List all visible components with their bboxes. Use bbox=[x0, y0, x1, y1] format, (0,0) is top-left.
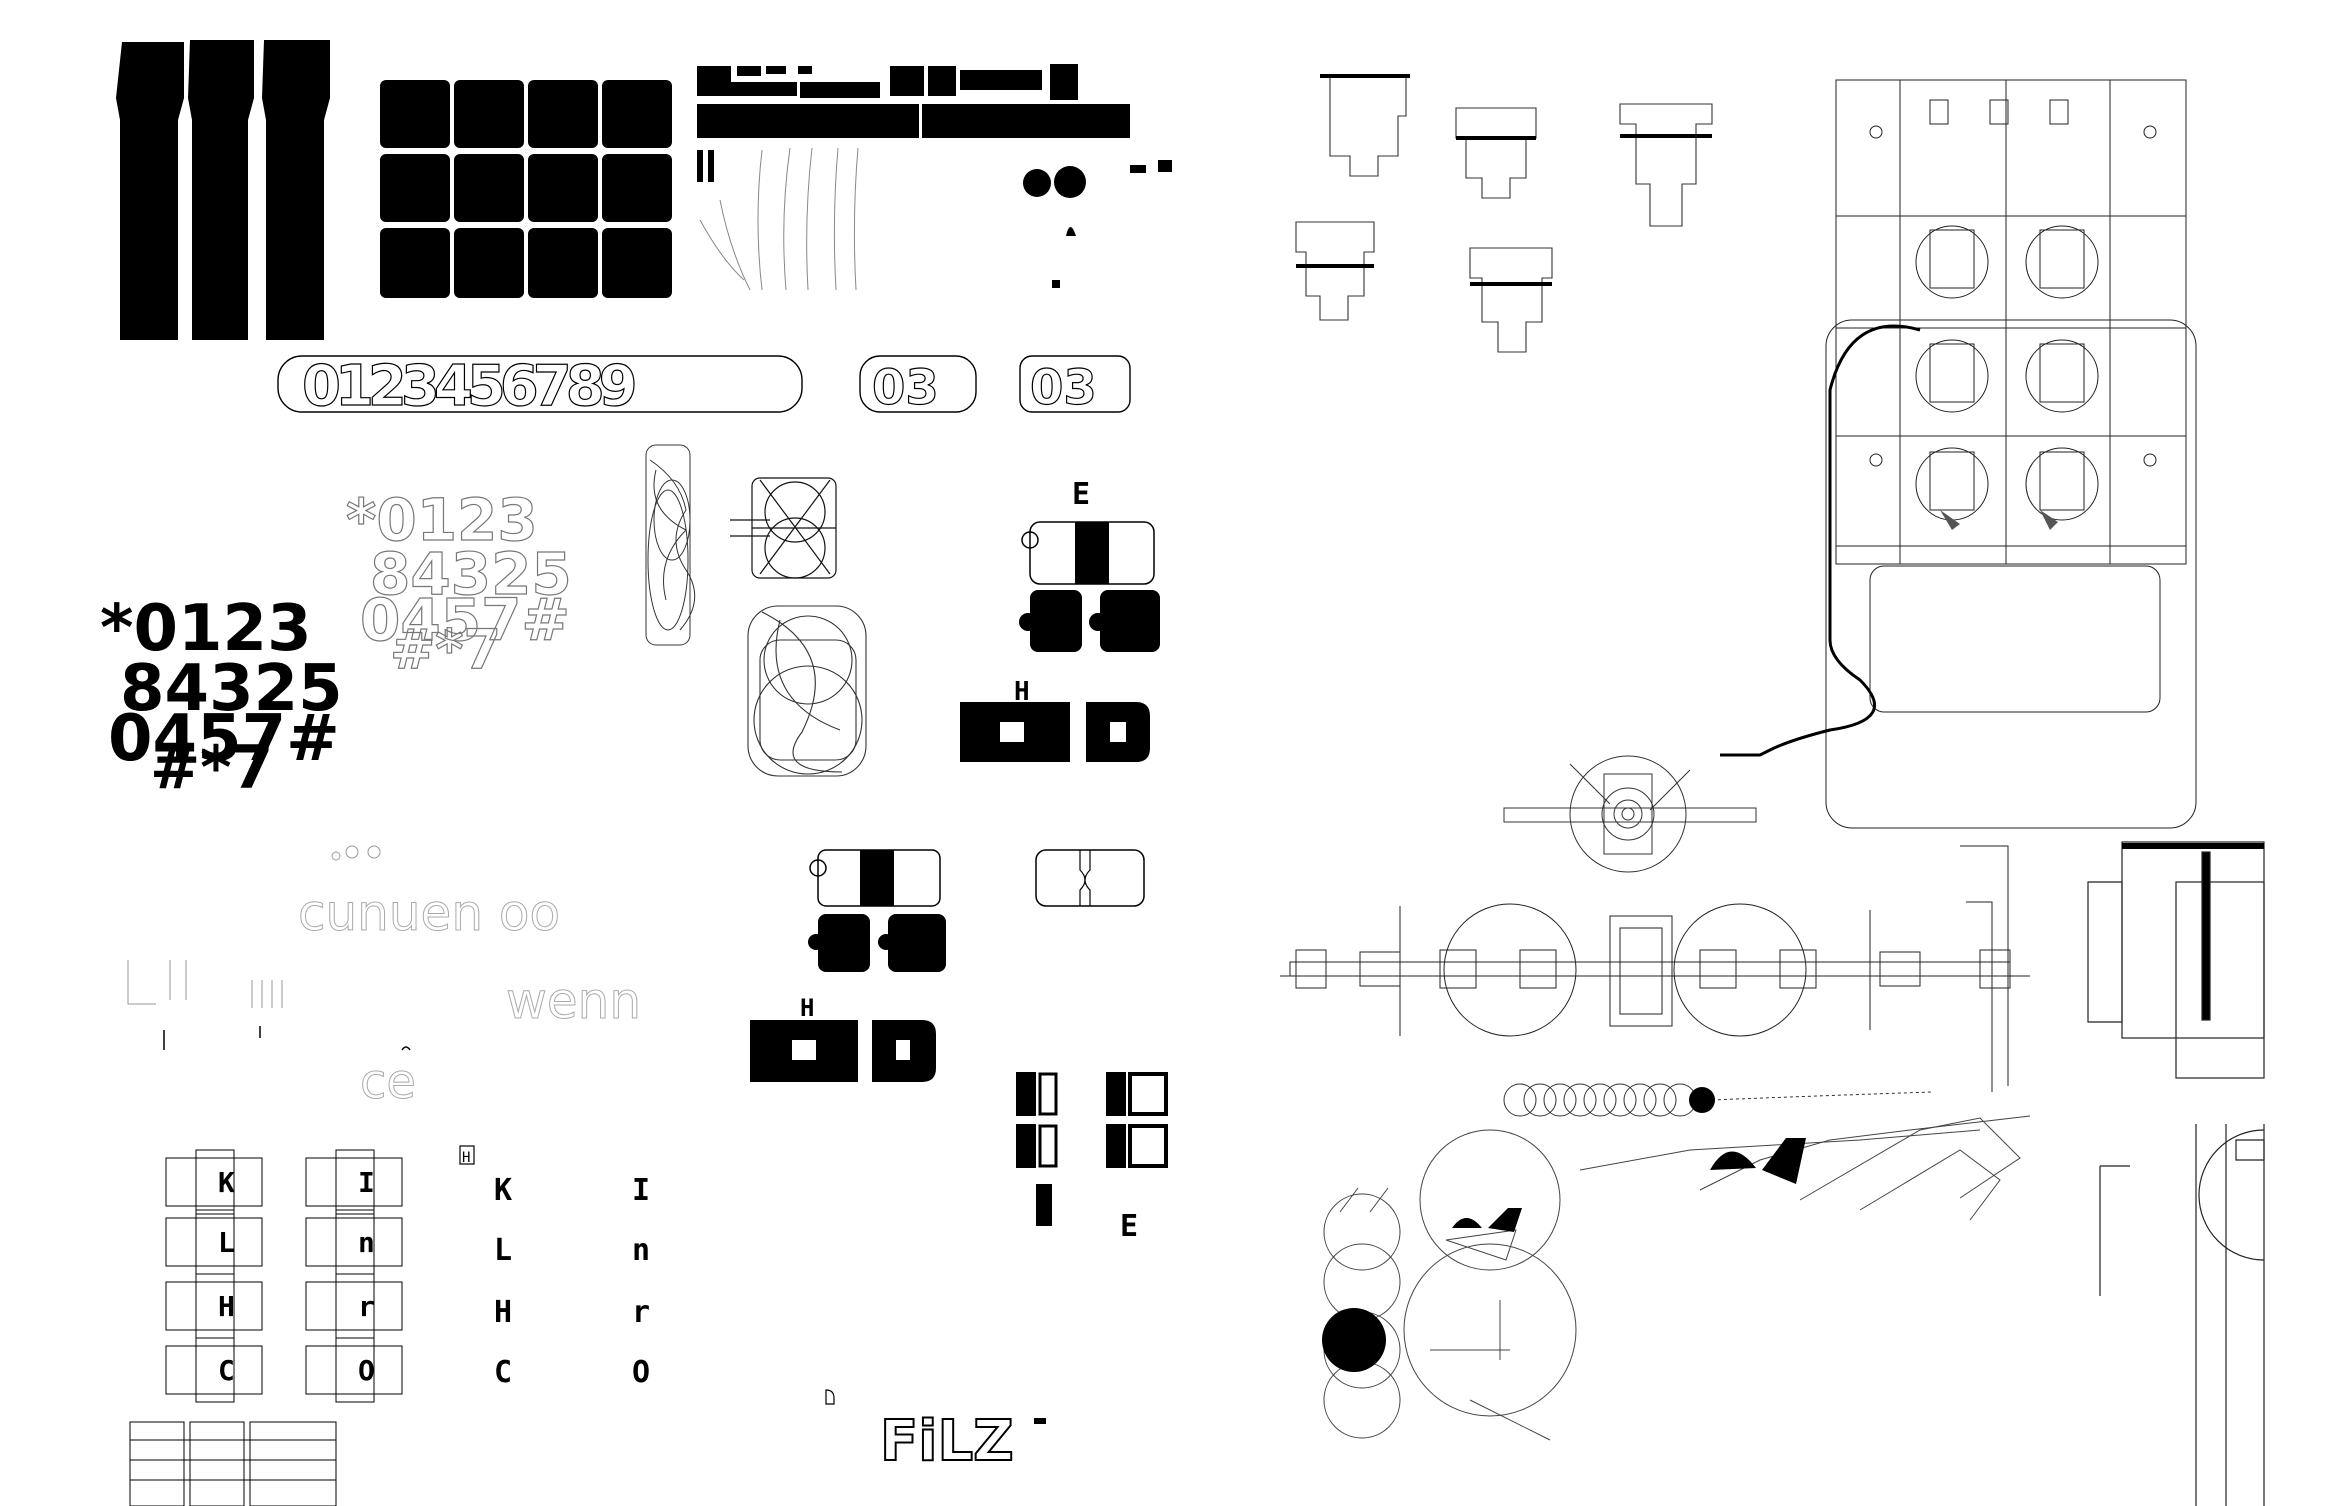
cluster-line-4: #*7 bbox=[150, 733, 273, 803]
specimen-right-3: r bbox=[358, 1290, 375, 1323]
black-block-strip bbox=[697, 64, 1130, 182]
cluster-line-1: *0123 bbox=[100, 592, 312, 666]
black-bars-group bbox=[116, 40, 330, 340]
rotation-solids bbox=[1452, 1208, 1522, 1232]
puzzle-glyph-h-mid bbox=[750, 1020, 936, 1082]
logo-dash bbox=[1034, 1418, 1046, 1424]
small-box-label: H bbox=[462, 1150, 470, 1166]
puzzle-glyph-h bbox=[960, 702, 1150, 762]
specimen-right-1: I bbox=[358, 1166, 375, 1199]
specimen-right-4: O bbox=[358, 1354, 375, 1387]
black-bar-1 bbox=[116, 42, 184, 340]
logo-mark bbox=[825, 1389, 835, 1405]
shaft-assembly bbox=[1280, 845, 2030, 1092]
outlined-digit-band: 0123456789 03 03 bbox=[277, 353, 1131, 420]
outlined-digits: 0123456789 bbox=[302, 354, 635, 419]
digit-pair-a: 03 bbox=[872, 360, 939, 416]
logo-filz: FiLZ bbox=[880, 1409, 1014, 1474]
solid-disc bbox=[1322, 1308, 1386, 1372]
tangle-column bbox=[645, 444, 696, 646]
black-tile-grid bbox=[380, 80, 672, 298]
cross-parts bbox=[1295, 74, 1713, 353]
outline-digit-cluster: *0123 84325 0457# #*7 bbox=[345, 485, 572, 681]
specimen-left-2: L bbox=[218, 1226, 235, 1259]
fan-solids bbox=[1710, 1138, 1806, 1184]
glyph-col-right-4: O bbox=[632, 1355, 650, 1390]
puzzle-glyph-o-mid bbox=[1035, 849, 1145, 907]
outline-line-4: #*7 bbox=[390, 618, 501, 681]
machine-assembly bbox=[1825, 79, 2197, 829]
glyph-col-right-3: r bbox=[632, 1295, 650, 1330]
fan-sweep bbox=[1579, 1115, 2031, 1221]
outline-line-1: *0123 bbox=[346, 486, 538, 554]
digit-pair-b: 03 bbox=[1030, 360, 1097, 416]
outline-line-3: 0457# bbox=[360, 586, 570, 654]
black-bar-3 bbox=[262, 40, 330, 340]
glyph-col-left-2: L bbox=[494, 1233, 512, 1268]
ghost-marks bbox=[127, 845, 381, 1008]
hub-assembly bbox=[1503, 755, 1757, 873]
ghost-word-3: ce bbox=[360, 1054, 416, 1110]
letter-e-bottom: E bbox=[1120, 1209, 1138, 1244]
outline-line-2: 84325 bbox=[370, 540, 572, 608]
letter-e-top: E bbox=[1072, 477, 1090, 512]
tangle-box-b bbox=[747, 605, 867, 777]
cluster-line-2: 84325 bbox=[120, 652, 343, 726]
faint-arcs bbox=[699, 147, 859, 291]
glyph-col-left-3: H bbox=[494, 1295, 512, 1330]
specimen-right-2: n bbox=[358, 1226, 375, 1259]
specimen-glyphs: K L H C I n r O K L H C I n r O bbox=[218, 1166, 650, 1390]
glyph-col-right-2: n bbox=[632, 1233, 650, 1268]
stencil-glyph-pairs bbox=[1016, 1072, 1168, 1226]
right-column-frame bbox=[2087, 841, 2265, 1506]
cluster-line-3: 0457# bbox=[108, 702, 340, 776]
specimen-left-4: C bbox=[218, 1354, 235, 1387]
puzzle-glyph-e-mid bbox=[808, 849, 946, 972]
tick-marks bbox=[163, 1026, 411, 1051]
puzzle-glyph-e bbox=[1019, 521, 1160, 652]
letter-h-top: H bbox=[1014, 677, 1030, 707]
tangle-box-a bbox=[730, 477, 837, 579]
specimen-left-1: K bbox=[218, 1166, 235, 1199]
specimen-grid bbox=[129, 1149, 403, 1506]
black-dots bbox=[1023, 160, 1172, 288]
ghost-word-2: wenn bbox=[506, 972, 641, 1030]
small-box bbox=[459, 1145, 475, 1165]
rotation-studies bbox=[1323, 1129, 1577, 1441]
ghost-words: cunuen oo wenn ce bbox=[298, 884, 642, 1111]
ring-chain bbox=[1503, 1083, 1933, 1117]
glyph-col-right-1: I bbox=[632, 1173, 650, 1208]
solid-digit-cluster: *0123 84325 0457# #*7 bbox=[100, 592, 343, 803]
glyph-col-left-1: K bbox=[494, 1173, 512, 1208]
cable-line bbox=[1720, 324, 1921, 757]
glyph-col-left-4: C bbox=[494, 1355, 512, 1390]
letter-h-mid: H bbox=[800, 994, 814, 1022]
black-bar-2 bbox=[188, 40, 254, 340]
specimen-left-3: H bbox=[218, 1290, 235, 1323]
ghost-word-1: cunuen oo bbox=[298, 884, 560, 942]
assembly-marks bbox=[1940, 510, 2058, 530]
chain-ball bbox=[1689, 1087, 1715, 1113]
